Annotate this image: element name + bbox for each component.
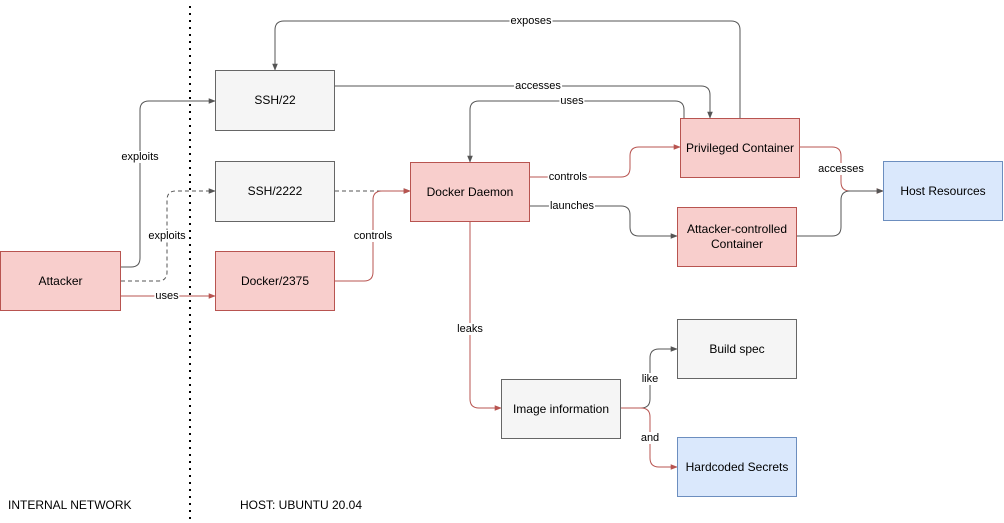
edge-controls-privileged xyxy=(530,144,681,178)
edge-launches xyxy=(530,205,678,239)
edge-exploits-ssh22 xyxy=(121,98,216,268)
label-and: and xyxy=(639,432,661,444)
node-attacker[interactable]: Attacker xyxy=(0,251,121,311)
node-host-resources[interactable]: Host Resources xyxy=(883,161,1003,221)
zone-label-internal-network: INTERNAL NETWORK xyxy=(8,498,132,512)
zone-label-host: HOST: UBUNTU 20.04 xyxy=(240,498,363,512)
label-exploits-ssh2222: exploits xyxy=(147,230,187,242)
label-uses-daemon: uses xyxy=(559,95,585,107)
label-launches: launches xyxy=(548,200,596,212)
edge-accesses-ssh xyxy=(335,85,713,119)
node-ssh-22[interactable]: SSH/22 xyxy=(215,70,335,131)
label-like: like xyxy=(640,373,660,385)
edge-uses-daemon xyxy=(467,100,685,163)
node-image-information[interactable]: Image information xyxy=(501,379,621,439)
node-hardcoded-secrets[interactable]: Hardcoded Secrets xyxy=(677,437,797,497)
edge-leaks xyxy=(469,222,502,411)
label-accesses-host: accesses xyxy=(817,163,865,175)
node-attacker-controlled-container[interactable]: Attacker-controlled Container xyxy=(677,207,797,267)
label-accesses-ssh: accesses xyxy=(514,80,562,92)
label-controls-daemon: controls xyxy=(352,230,394,242)
label-leaks: leaks xyxy=(456,323,484,335)
node-docker-daemon[interactable]: Docker Daemon xyxy=(410,162,530,222)
node-docker-2375[interactable]: Docker/2375 xyxy=(215,251,335,311)
node-build-spec[interactable]: Build spec xyxy=(677,319,797,379)
label-exposes: exposes xyxy=(509,15,553,27)
edge-attacker-container-host xyxy=(797,188,884,237)
label-uses-docker: uses xyxy=(154,290,180,302)
node-privileged-container[interactable]: Privileged Container xyxy=(680,118,800,178)
node-ssh-2222[interactable]: SSH/2222 xyxy=(215,161,335,222)
edge-exposes xyxy=(272,20,741,118)
label-controls-privileged: controls xyxy=(547,171,589,183)
label-exploits-ssh22: exploits xyxy=(120,151,160,163)
